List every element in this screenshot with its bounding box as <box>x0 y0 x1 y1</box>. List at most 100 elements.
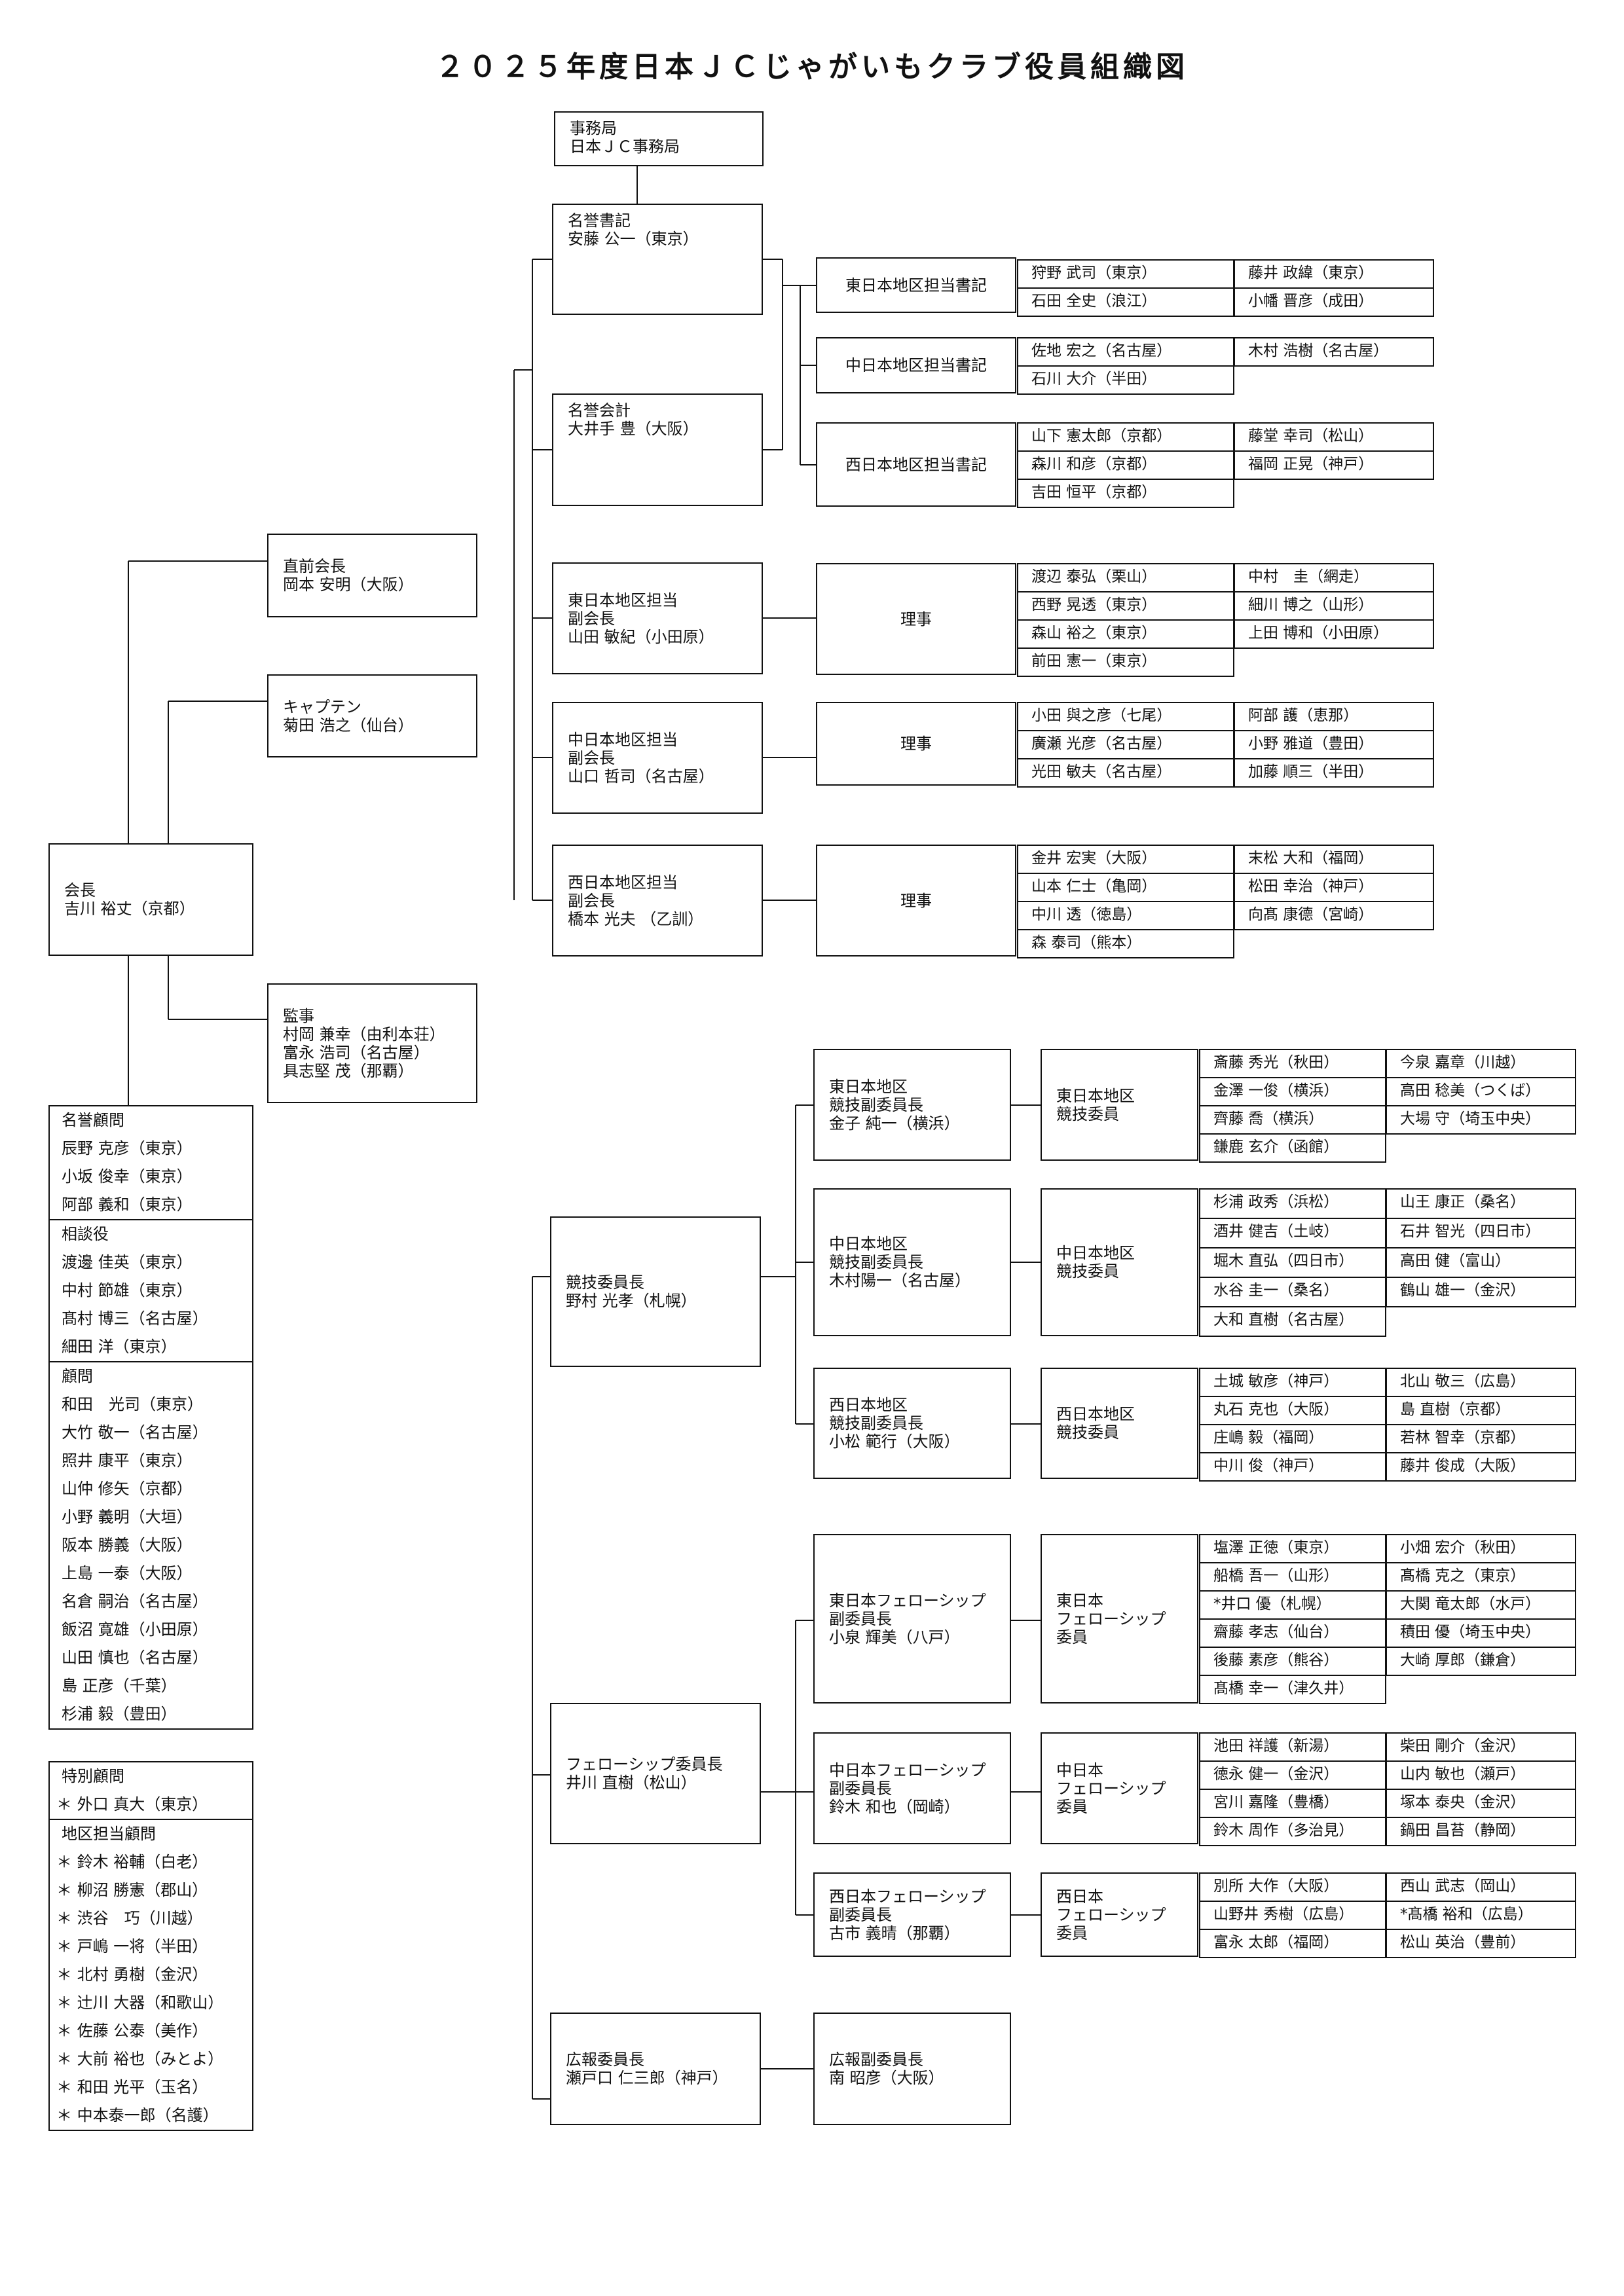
box-line: 副委員長 <box>829 1609 892 1628</box>
list-item: 杉浦 毅（豊田） <box>62 1705 177 1723</box>
list-item: 阪本 勝義（大阪） <box>62 1536 193 1554</box>
box-sec-east: 東日本地区担当書記 <box>816 257 1016 313</box>
member-cell: 土城 敏彦（神戸） <box>1199 1368 1386 1397</box>
box-line: 南 昭彦（大阪） <box>829 2069 944 2087</box>
box-hon-treasurer: 名誉会計大井手 豊（大阪） <box>552 393 763 506</box>
box-line: 大井手 豊（大阪） <box>568 420 699 438</box>
box-comp-mem-west: 西日本地区競技委員 <box>1041 1368 1198 1479</box>
member-cell: 徳永 健一（金沢） <box>1199 1760 1386 1790</box>
list-item: ＊ 大前 裕也（みとよ） <box>56 2050 224 2068</box>
list-item: 小坂 俊幸（東京） <box>62 1167 193 1186</box>
box-line: 広報副委員長 <box>829 2050 923 2069</box>
box-sec-west: 西日本地区担当書記 <box>816 422 1016 507</box>
member-cell: 宮川 嘉隆（豊橋） <box>1199 1789 1386 1818</box>
member-cell: 鎌鹿 玄介（函館） <box>1199 1133 1386 1163</box>
member-name: 徳永 健一（金沢） <box>1213 1766 1339 1783</box>
box-captain: キャプテン菊田 浩之（仙台） <box>267 674 477 757</box>
member-cell: 鍋田 昌苔（静岡） <box>1386 1817 1576 1846</box>
member-name: 中川 俊（神戸） <box>1213 1457 1324 1474</box>
box-comp-chair: 競技委員長野村 光孝（札幌） <box>550 1216 761 1367</box>
box-comp-mem-east: 東日本地区競技委員 <box>1041 1049 1198 1161</box>
list-item: ＊ 和田 光平（玉名） <box>56 2078 208 2096</box>
member-name: 島 直樹（京都） <box>1400 1401 1511 1418</box>
member-name: 齋藤 孝志（仙台） <box>1213 1624 1339 1641</box>
member-name: 上田 博和（小田原） <box>1248 625 1389 642</box>
member-cell: 水谷 圭一（桑名） <box>1199 1277 1386 1307</box>
list-heading: 地区担当顧問 <box>50 1819 252 1848</box>
box-line: 委員 <box>1056 1797 1088 1816</box>
box-line: 副委員長 <box>829 1779 892 1798</box>
member-name: 藤井 政緯（東京） <box>1248 264 1374 282</box>
member-name: 髙橋 幸一（津久井） <box>1213 1680 1354 1697</box>
member-name: 杉浦 政秀（浜松） <box>1213 1194 1339 1211</box>
member-name: 藤堂 幸司（松山） <box>1248 428 1374 445</box>
member-name: 前田 憲一（東京） <box>1031 653 1157 670</box>
member-name: 森 泰司（熊本） <box>1031 934 1142 951</box>
member-name: 北山 敬三（広島） <box>1400 1373 1526 1390</box>
box-line: 鈴木 和也（岡崎） <box>829 1797 960 1816</box>
box-sec-central: 中日本地区担当書記 <box>816 337 1016 393</box>
list-item: ＊ 戸嶋 一将（半田） <box>56 1937 208 1956</box>
box-secretariat: 事務局日本ＪＣ事務局 <box>554 111 764 166</box>
member-name: *髙橋 裕和（広島） <box>1400 1906 1533 1923</box>
list-item: ＊ 辻川 大器（和歌山） <box>56 1994 224 2012</box>
list-heading: 特別顧問 <box>62 1767 124 1785</box>
member-cell: 加藤 順三（半田） <box>1234 758 1434 788</box>
member-cell: 藤堂 幸司（松山） <box>1234 422 1434 452</box>
member-name: 富永 太郎（福岡） <box>1213 1934 1339 1951</box>
member-cell: 庄嶋 毅（福岡） <box>1199 1424 1386 1453</box>
member-name: 庄嶋 毅（福岡） <box>1213 1429 1324 1446</box>
box-line: 古市 義晴（那覇） <box>829 1923 960 1942</box>
member-cell: 堀木 直弘（四日市） <box>1199 1247 1386 1278</box>
box-line: 副委員長 <box>829 1905 892 1924</box>
box-vp-central: 中日本地区担当副会長山口 哲司（名古屋） <box>552 702 763 814</box>
member-name: 小田 與之彦（七尾） <box>1031 707 1172 724</box>
member-cell: 石田 全史（浪江） <box>1017 287 1234 317</box>
box-line: 委員 <box>1056 1628 1088 1647</box>
member-name: 廣瀬 光彦（名古屋） <box>1031 735 1172 752</box>
member-name: 加藤 順三（半田） <box>1248 763 1374 780</box>
box-line: 東日本地区担当書記 <box>845 276 987 295</box>
member-name: 山野井 秀樹（広島） <box>1213 1906 1354 1923</box>
box-line: 西日本 <box>1056 1887 1103 1906</box>
member-cell: 斎藤 秀光（秋田） <box>1199 1049 1386 1078</box>
box-comp-vice-west: 西日本地区競技副委員長小松 範行（大阪） <box>813 1368 1011 1479</box>
box-line: 日本ＪＣ事務局 <box>570 137 680 156</box>
member-name: 石田 全史（浪江） <box>1031 293 1157 310</box>
box-line: 会長 <box>64 881 96 900</box>
member-cell: 上田 博和（小田原） <box>1234 619 1434 649</box>
box-line: 木村陽一（名古屋） <box>829 1271 970 1290</box>
member-name: 土城 敏彦（神戸） <box>1213 1373 1339 1390</box>
list-item: 細田 洋（東京） <box>62 1338 177 1356</box>
member-name: 鈴木 周作（多治見） <box>1213 1822 1354 1839</box>
box-line: 副会長 <box>568 891 615 910</box>
member-cell: 松山 英治（豊前） <box>1386 1929 1576 1958</box>
list-item: 中村 節雄（東京） <box>62 1281 193 1300</box>
box-auditor: 監事村岡 兼幸（由利本荘）富永 浩司（名古屋）具志堅 茂（那覇） <box>267 983 477 1103</box>
box-line: 西日本地区 <box>829 1396 908 1414</box>
box-line: 小泉 輝美（八戸） <box>829 1628 960 1647</box>
member-cell: 中村 圭（網走） <box>1234 563 1434 592</box>
member-cell: 光田 敏夫（名古屋） <box>1017 758 1234 788</box>
member-cell: 大崎 厚郎（鎌倉） <box>1386 1647 1576 1676</box>
box-dir-west: 理事 <box>816 845 1016 957</box>
member-name: 鎌鹿 玄介（函館） <box>1213 1139 1339 1156</box>
member-name: 今泉 嘉章（川越） <box>1400 1054 1526 1071</box>
list-item: ＊ 中本泰一郎（名護） <box>56 2106 219 2124</box>
member-cell: 藤井 政緯（東京） <box>1234 259 1434 289</box>
member-cell: 森川 和彦（京都） <box>1017 450 1234 480</box>
box-fel-vice-east: 東日本フェローシップ副委員長小泉 輝美（八戸） <box>813 1534 1011 1704</box>
member-cell: 前田 憲一（東京） <box>1017 647 1234 677</box>
list-item: 島 正彦（千葉） <box>62 1677 177 1695</box>
list-item: 渡邊 佳英（東京） <box>62 1253 193 1271</box>
member-name: 末松 大和（福岡） <box>1248 850 1374 867</box>
box-line: 菊田 浩之（仙台） <box>283 716 414 735</box>
box-line: 西日本地区担当 <box>568 873 678 892</box>
member-cell: 齊藤 喬（横浜） <box>1199 1105 1386 1135</box>
member-cell: 塚本 泰央（金沢） <box>1386 1789 1576 1818</box>
member-cell: 丸石 克也（大阪） <box>1199 1396 1386 1425</box>
box-line: 吉川 裕丈（京都） <box>64 900 195 918</box>
member-name: *井口 優（札幌） <box>1213 1595 1331 1613</box>
member-cell: 髙橋 幸一（津久井） <box>1199 1675 1386 1704</box>
member-name: 中村 圭（網走） <box>1248 568 1369 585</box>
